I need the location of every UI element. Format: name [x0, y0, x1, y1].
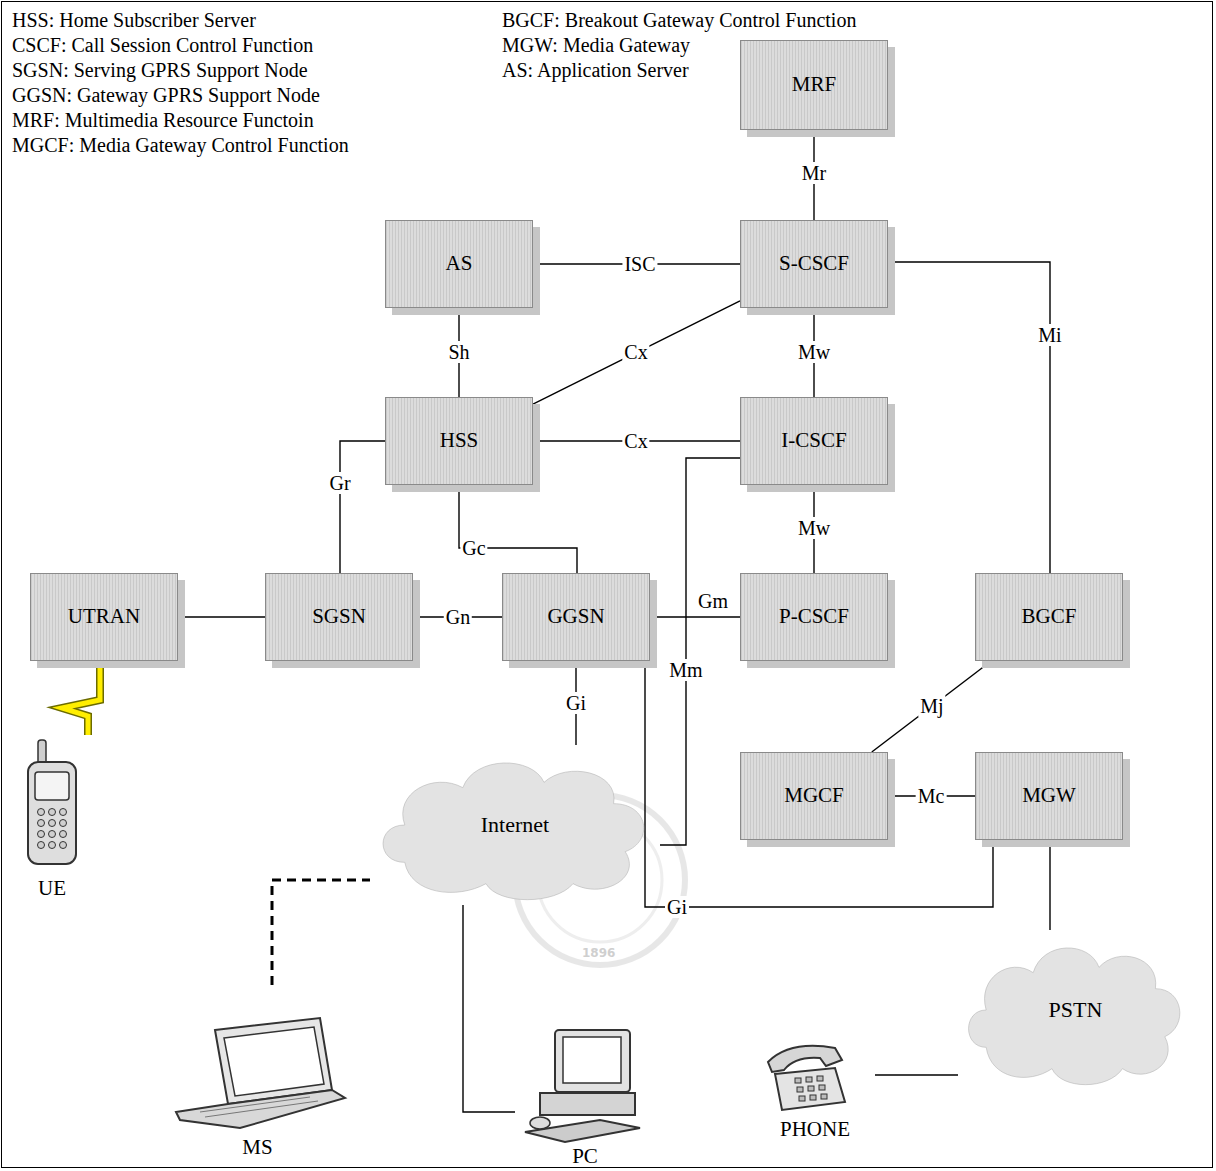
- interface-label: Sh: [446, 341, 471, 363]
- interface-label: Gm: [696, 590, 730, 612]
- node-name: P-CSCF: [779, 605, 849, 628]
- interface-line: [459, 485, 577, 573]
- interface-label: Gi: [665, 896, 689, 918]
- node-name: PSTN: [1049, 998, 1103, 1022]
- interface-label: Gc: [460, 537, 487, 559]
- interface-label: Gi: [564, 692, 588, 714]
- node-name: UTRAN: [68, 605, 140, 628]
- telephone-icon: [768, 1046, 845, 1110]
- abbreviation-note: MGW: Media Gateway: [502, 33, 690, 57]
- node-name: PC: [572, 1145, 598, 1168]
- network-element-box: SGSN: [265, 573, 413, 661]
- connector-path: [272, 880, 370, 985]
- watermark-text: 1896: [582, 946, 615, 960]
- interface-line: [660, 458, 740, 845]
- abbreviation-note: MRF: Multimedia Resource Functoin: [12, 108, 314, 132]
- node-name: AS: [446, 252, 473, 275]
- abbreviation-note: BGCF: Breakout Gateway Control Function: [502, 8, 856, 32]
- interface-line: [463, 905, 515, 1112]
- interface-label: ISC: [622, 253, 657, 275]
- node-name: Internet: [481, 813, 549, 837]
- interface-line: [650, 617, 740, 618]
- connector-path: [533, 301, 740, 404]
- connector-path: [875, 1074, 958, 1075]
- connector-path: [340, 441, 385, 573]
- interface-label: Cx: [622, 430, 649, 452]
- interface-label: Mw: [796, 517, 832, 539]
- network-element-box: GGSN: [502, 573, 650, 661]
- network-element-box: S-CSCF: [740, 220, 888, 308]
- node-name: UE: [38, 877, 66, 900]
- abbreviation-note: HSS: Home Subscriber Server: [12, 8, 256, 32]
- node-name: SGSN: [312, 605, 366, 628]
- interface-line: [645, 661, 993, 907]
- node-name: HSS: [440, 429, 479, 452]
- node-name: PHONE: [780, 1118, 850, 1141]
- interface-line: [872, 661, 991, 752]
- network-element-box: BGCF: [975, 573, 1123, 661]
- terminal-device: PHONE: [755, 1045, 875, 1145]
- network-element-box: MGCF: [740, 752, 888, 840]
- network-element-box: UTRAN: [30, 573, 178, 661]
- network-cloud: Internet: [370, 745, 660, 905]
- interface-line: [533, 301, 740, 404]
- node-name: MS: [242, 1136, 272, 1159]
- node-name: GGSN: [547, 605, 604, 628]
- mobile-phone-icon: [28, 740, 76, 864]
- bolt-fill: [62, 661, 100, 735]
- interface-label: Mm: [667, 659, 704, 681]
- abbreviation-note: SGSN: Serving GPRS Support Node: [12, 58, 308, 82]
- node-name: MRF: [792, 73, 836, 96]
- interface-label: Gn: [444, 606, 472, 628]
- network-element-box: AS: [385, 220, 533, 308]
- laptop-icon: [176, 1018, 345, 1128]
- interface-label: Mj: [918, 695, 945, 717]
- terminal-device: UE: [14, 735, 90, 900]
- interface-line: [1050, 840, 1051, 930]
- terminal-device: MS: [165, 985, 350, 1165]
- interface-line: [178, 617, 265, 618]
- node-name: MGCF: [784, 784, 844, 807]
- connector-path: [660, 458, 740, 845]
- interface-line: [272, 880, 370, 985]
- interface-line: [888, 262, 1050, 573]
- node-name: MGW: [1022, 784, 1076, 807]
- abbreviation-note: AS: Application Server: [502, 58, 689, 82]
- network-cloud: PSTN: [958, 930, 1193, 1090]
- terminal-device: PC: [515, 1025, 655, 1170]
- abbreviation-note: GGSN: Gateway GPRS Support Node: [12, 83, 320, 107]
- interface-label: Gr: [327, 472, 352, 494]
- interface-label: Mw: [796, 341, 832, 363]
- connector-path: [178, 616, 265, 617]
- abbreviation-note: MGCF: Media Gateway Control Function: [12, 133, 349, 157]
- connector-path: [463, 905, 515, 1112]
- connector-path: [459, 485, 577, 573]
- node-name: I-CSCF: [781, 429, 846, 452]
- network-element-box: I-CSCF: [740, 397, 888, 485]
- connector-path: [1049, 840, 1050, 930]
- bolt-outline: [62, 661, 100, 735]
- connector-path: [888, 262, 1050, 573]
- desktop-pc-icon: [525, 1030, 640, 1142]
- node-name: S-CSCF: [779, 252, 849, 275]
- interface-label: Mr: [800, 162, 828, 184]
- radio-link: [62, 661, 100, 735]
- network-element-box: MRF: [740, 40, 888, 130]
- network-element-box: HSS: [385, 397, 533, 485]
- interface-label: Cx: [622, 341, 649, 363]
- node-name: BGCF: [1022, 605, 1077, 628]
- network-element-box: MGW: [975, 752, 1123, 840]
- connector-path: [645, 661, 993, 907]
- interface-label: Mc: [916, 785, 947, 807]
- interface-line: [340, 441, 385, 573]
- connector-path: [872, 661, 991, 752]
- interface-line: [875, 1075, 958, 1076]
- interface-label: Mi: [1036, 324, 1063, 346]
- connector-path: [650, 616, 740, 617]
- network-element-box: P-CSCF: [740, 573, 888, 661]
- abbreviation-note: CSCF: Call Session Control Function: [12, 33, 313, 57]
